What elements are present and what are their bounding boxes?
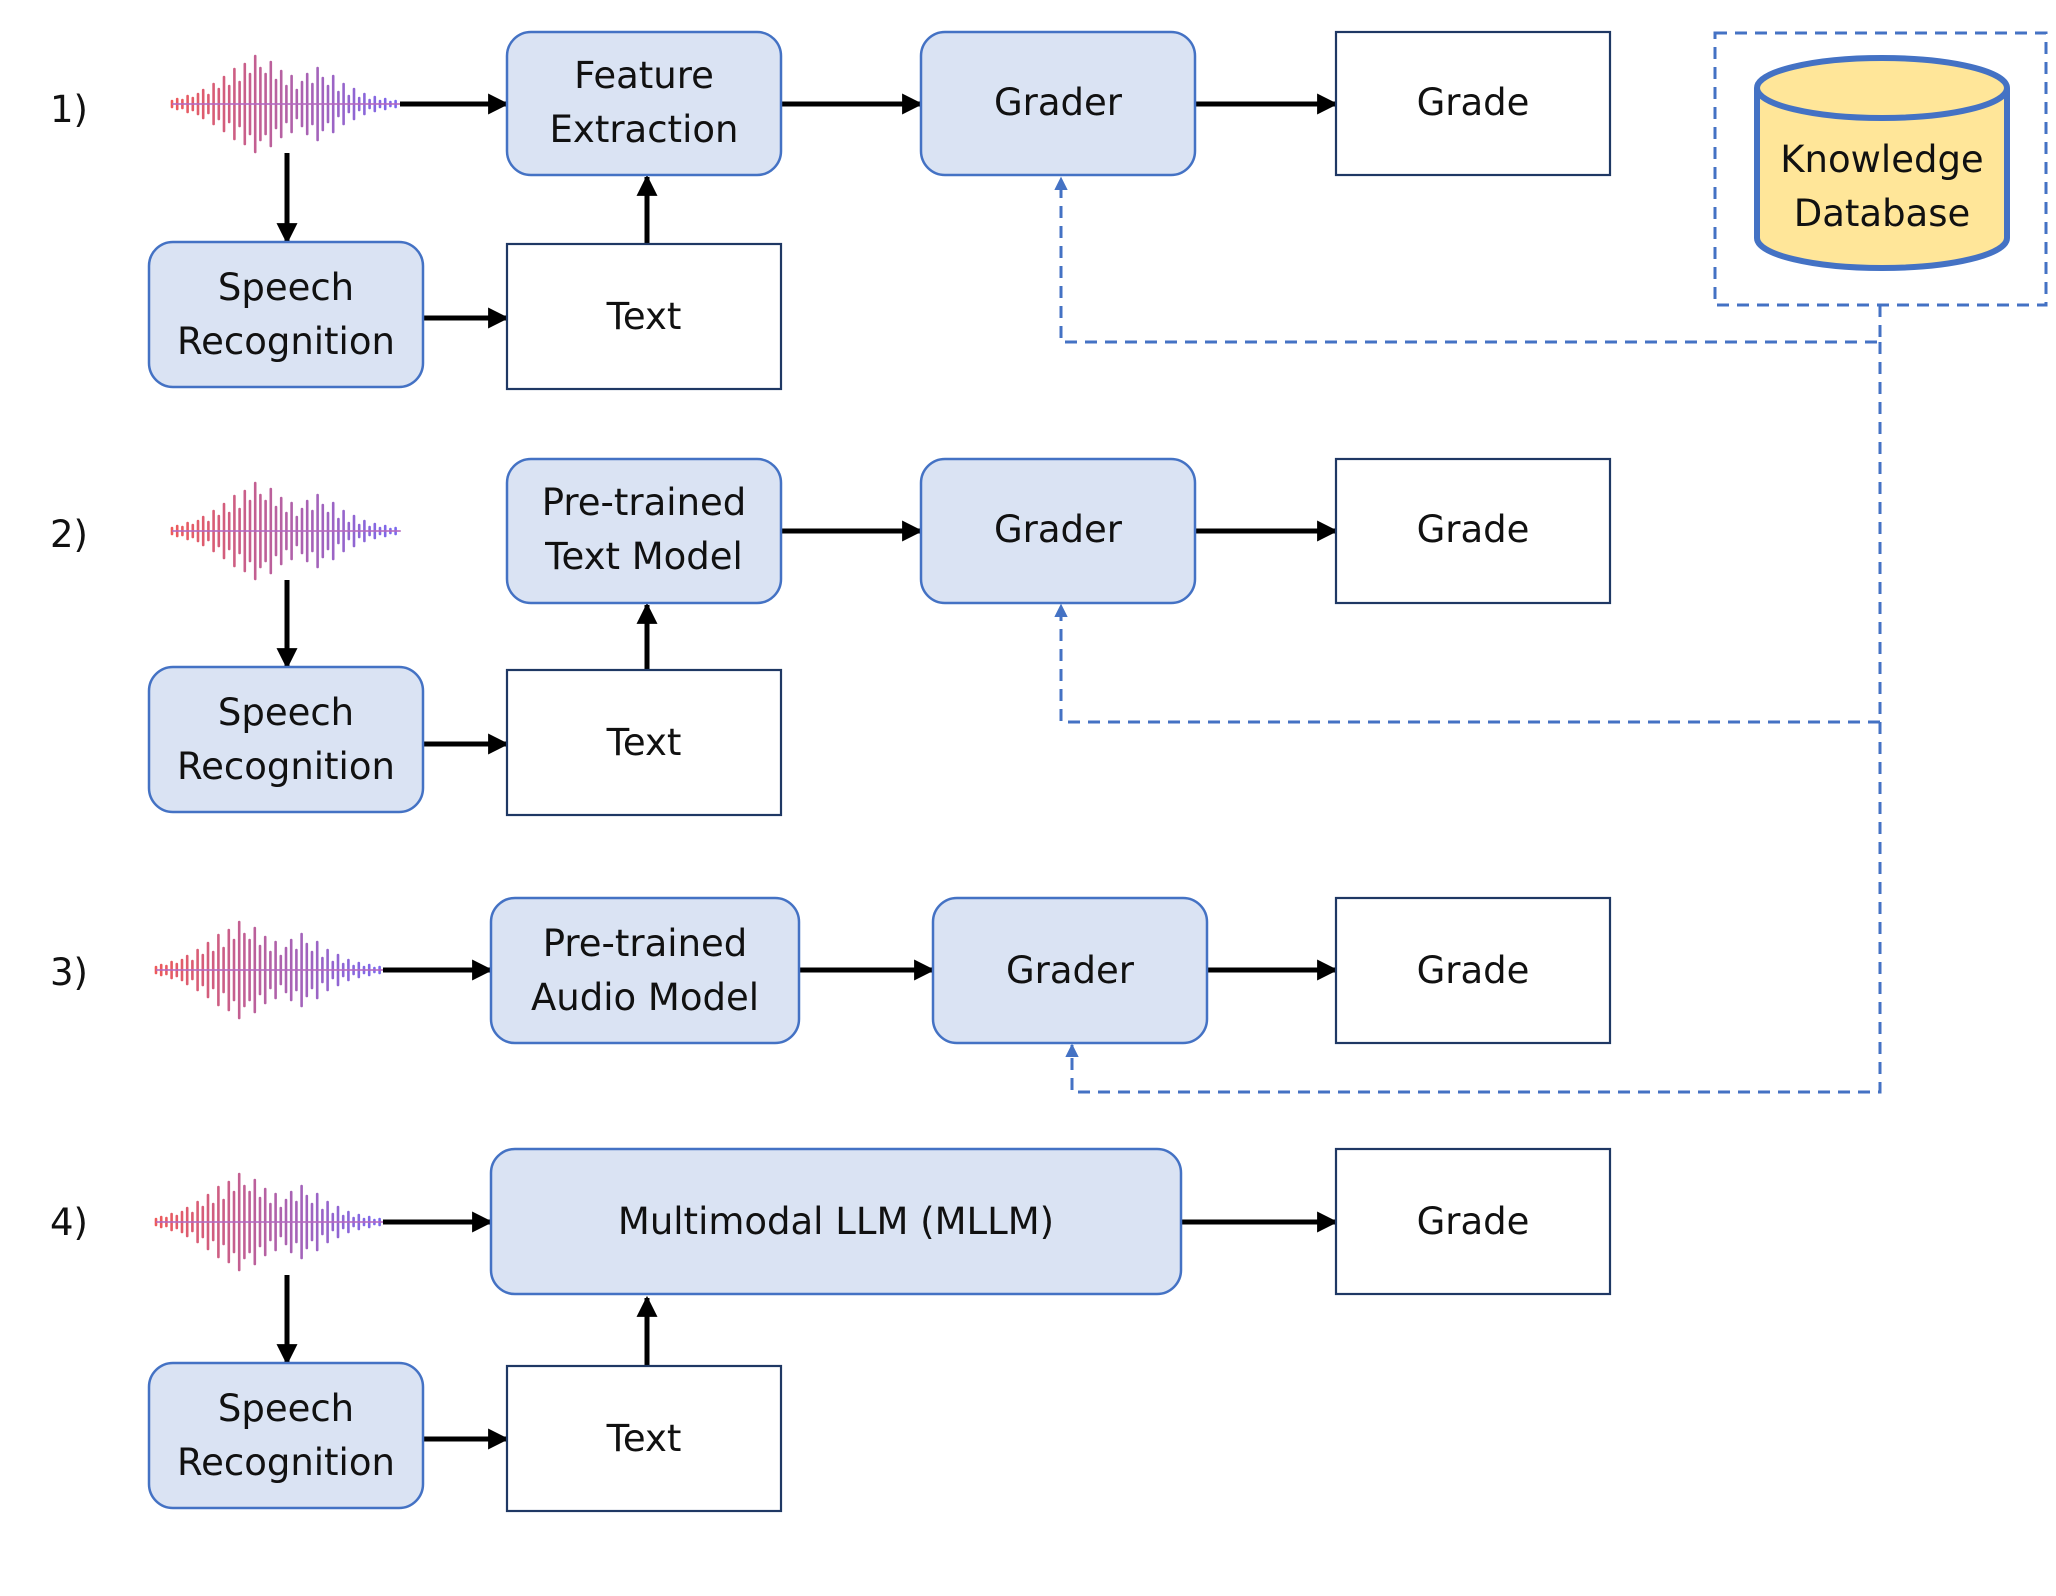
multimodal-llm-box [489, 1147, 1183, 1296]
grader-box-2 [919, 457, 1197, 605]
grade-label-3: Grade [1416, 948, 1530, 992]
grade-label-4: Grade [1416, 1199, 1530, 1243]
waveform-icon-3 [154, 920, 385, 1020]
grader-box-3 [931, 896, 1209, 1045]
grader-label-1: Grader [993, 81, 1123, 125]
speech-recognition-box-1 [147, 240, 425, 389]
text-label-1: Text [606, 294, 682, 338]
multimodal-llm-label: Multimodal LLM (MLLM) [617, 1199, 1055, 1243]
grade-box-1 [1334, 30, 1612, 177]
text-box-2 [505, 668, 783, 817]
pretrained-text-model-box [505, 457, 783, 605]
row-number-1: 1) [50, 88, 88, 132]
grader-label-2: Grader [993, 508, 1123, 552]
feature-extraction-box [505, 30, 783, 177]
waveform-icon-2 [170, 481, 401, 581]
speech-recognition-box-4 [147, 1361, 425, 1510]
speech-recognition-label-1: Speech Recognition [177, 265, 395, 363]
knowledge-link-grader-3 [1065, 722, 1882, 1094]
speech-recognition-box-2 [147, 665, 425, 814]
waveform-icon-1 [170, 54, 401, 154]
pretrained-audio-model-box [489, 896, 801, 1045]
text-label-2: Text [606, 720, 682, 764]
waveform-icon-4 [154, 1172, 385, 1272]
database-cylinder-icon [1754, 55, 2010, 271]
text-box-4 [505, 1364, 783, 1513]
grader-label-3: Grader [1005, 948, 1135, 992]
row-number-3: 3) [50, 951, 88, 995]
grade-box-4 [1334, 1147, 1612, 1296]
text-box-1 [505, 242, 783, 391]
grade-label-1: Grade [1416, 81, 1530, 125]
text-label-4: Text [606, 1416, 682, 1460]
speech-recognition-label-2: Speech Recognition [177, 690, 395, 788]
grade-box-3 [1334, 896, 1612, 1045]
knowledge-database-label: Knowledge Database [1780, 138, 1984, 235]
database-cylinder-top [1754, 55, 2010, 121]
grader-box-1 [919, 30, 1197, 177]
feature-extraction-label: Feature Extraction [549, 54, 739, 151]
row-number-4: 4) [50, 1201, 88, 1245]
pretrained-text-model-label: Pre-trained Text Model [541, 481, 747, 578]
knowledge-link-grader-1 [1054, 176, 1882, 344]
knowledge-database-container [1713, 31, 2048, 307]
database-cylinder-body [1754, 88, 2010, 271]
knowledge-link-grader-2 [1054, 342, 1882, 724]
row-number-2: 2) [50, 513, 88, 557]
grade-box-2 [1334, 457, 1612, 605]
pretrained-audio-model-label: Pre-trained Audio Model [530, 921, 760, 1019]
grade-label-2: Grade [1416, 508, 1530, 552]
speech-recognition-label-4: Speech Recognition [177, 1386, 395, 1484]
